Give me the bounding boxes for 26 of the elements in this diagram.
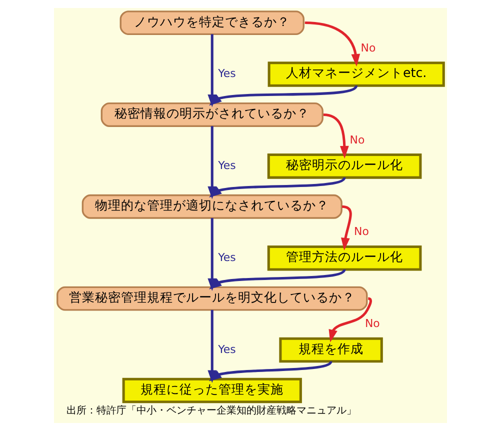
edge-label: No [364, 317, 380, 330]
arrow [304, 22, 360, 67]
node-box: 規程を作成 [278, 337, 382, 363]
arrow [328, 297, 372, 342]
node-box: 物理的な管理が適切になされているか？ [81, 194, 342, 219]
arrow [208, 84, 357, 106]
edge-label: No [360, 41, 376, 54]
arrow [208, 176, 346, 198]
node-box: 人材マネージメントetc. [267, 62, 444, 87]
edge-label: Yes [218, 67, 236, 80]
edge-label: Yes [218, 159, 236, 172]
node-box: 秘密明示のルール化 [266, 154, 422, 179]
edge-label: No [349, 133, 364, 146]
node-box: 規程に従った管理を実施 [122, 378, 302, 404]
node-box: 営業秘密管理規程でルールを明文化しているか？ [56, 286, 368, 311]
arrow [208, 360, 332, 382]
edge-label: Yes [218, 250, 236, 264]
caption: 出所：特許庁「中小・ベンチャー企業知的財産戦略マニュアル」 [66, 405, 356, 416]
node-box: 管理方法のルール化 [266, 245, 422, 271]
arrow [322, 113, 348, 159]
arrow [340, 205, 352, 251]
node-box: ノウハウを特定できるか？ [119, 10, 304, 36]
arrow [208, 268, 346, 290]
node-box: 秘密情報の明示がされているか？ [100, 102, 323, 127]
edge-label: Yes [218, 342, 236, 356]
edge-label: No [353, 225, 368, 238]
